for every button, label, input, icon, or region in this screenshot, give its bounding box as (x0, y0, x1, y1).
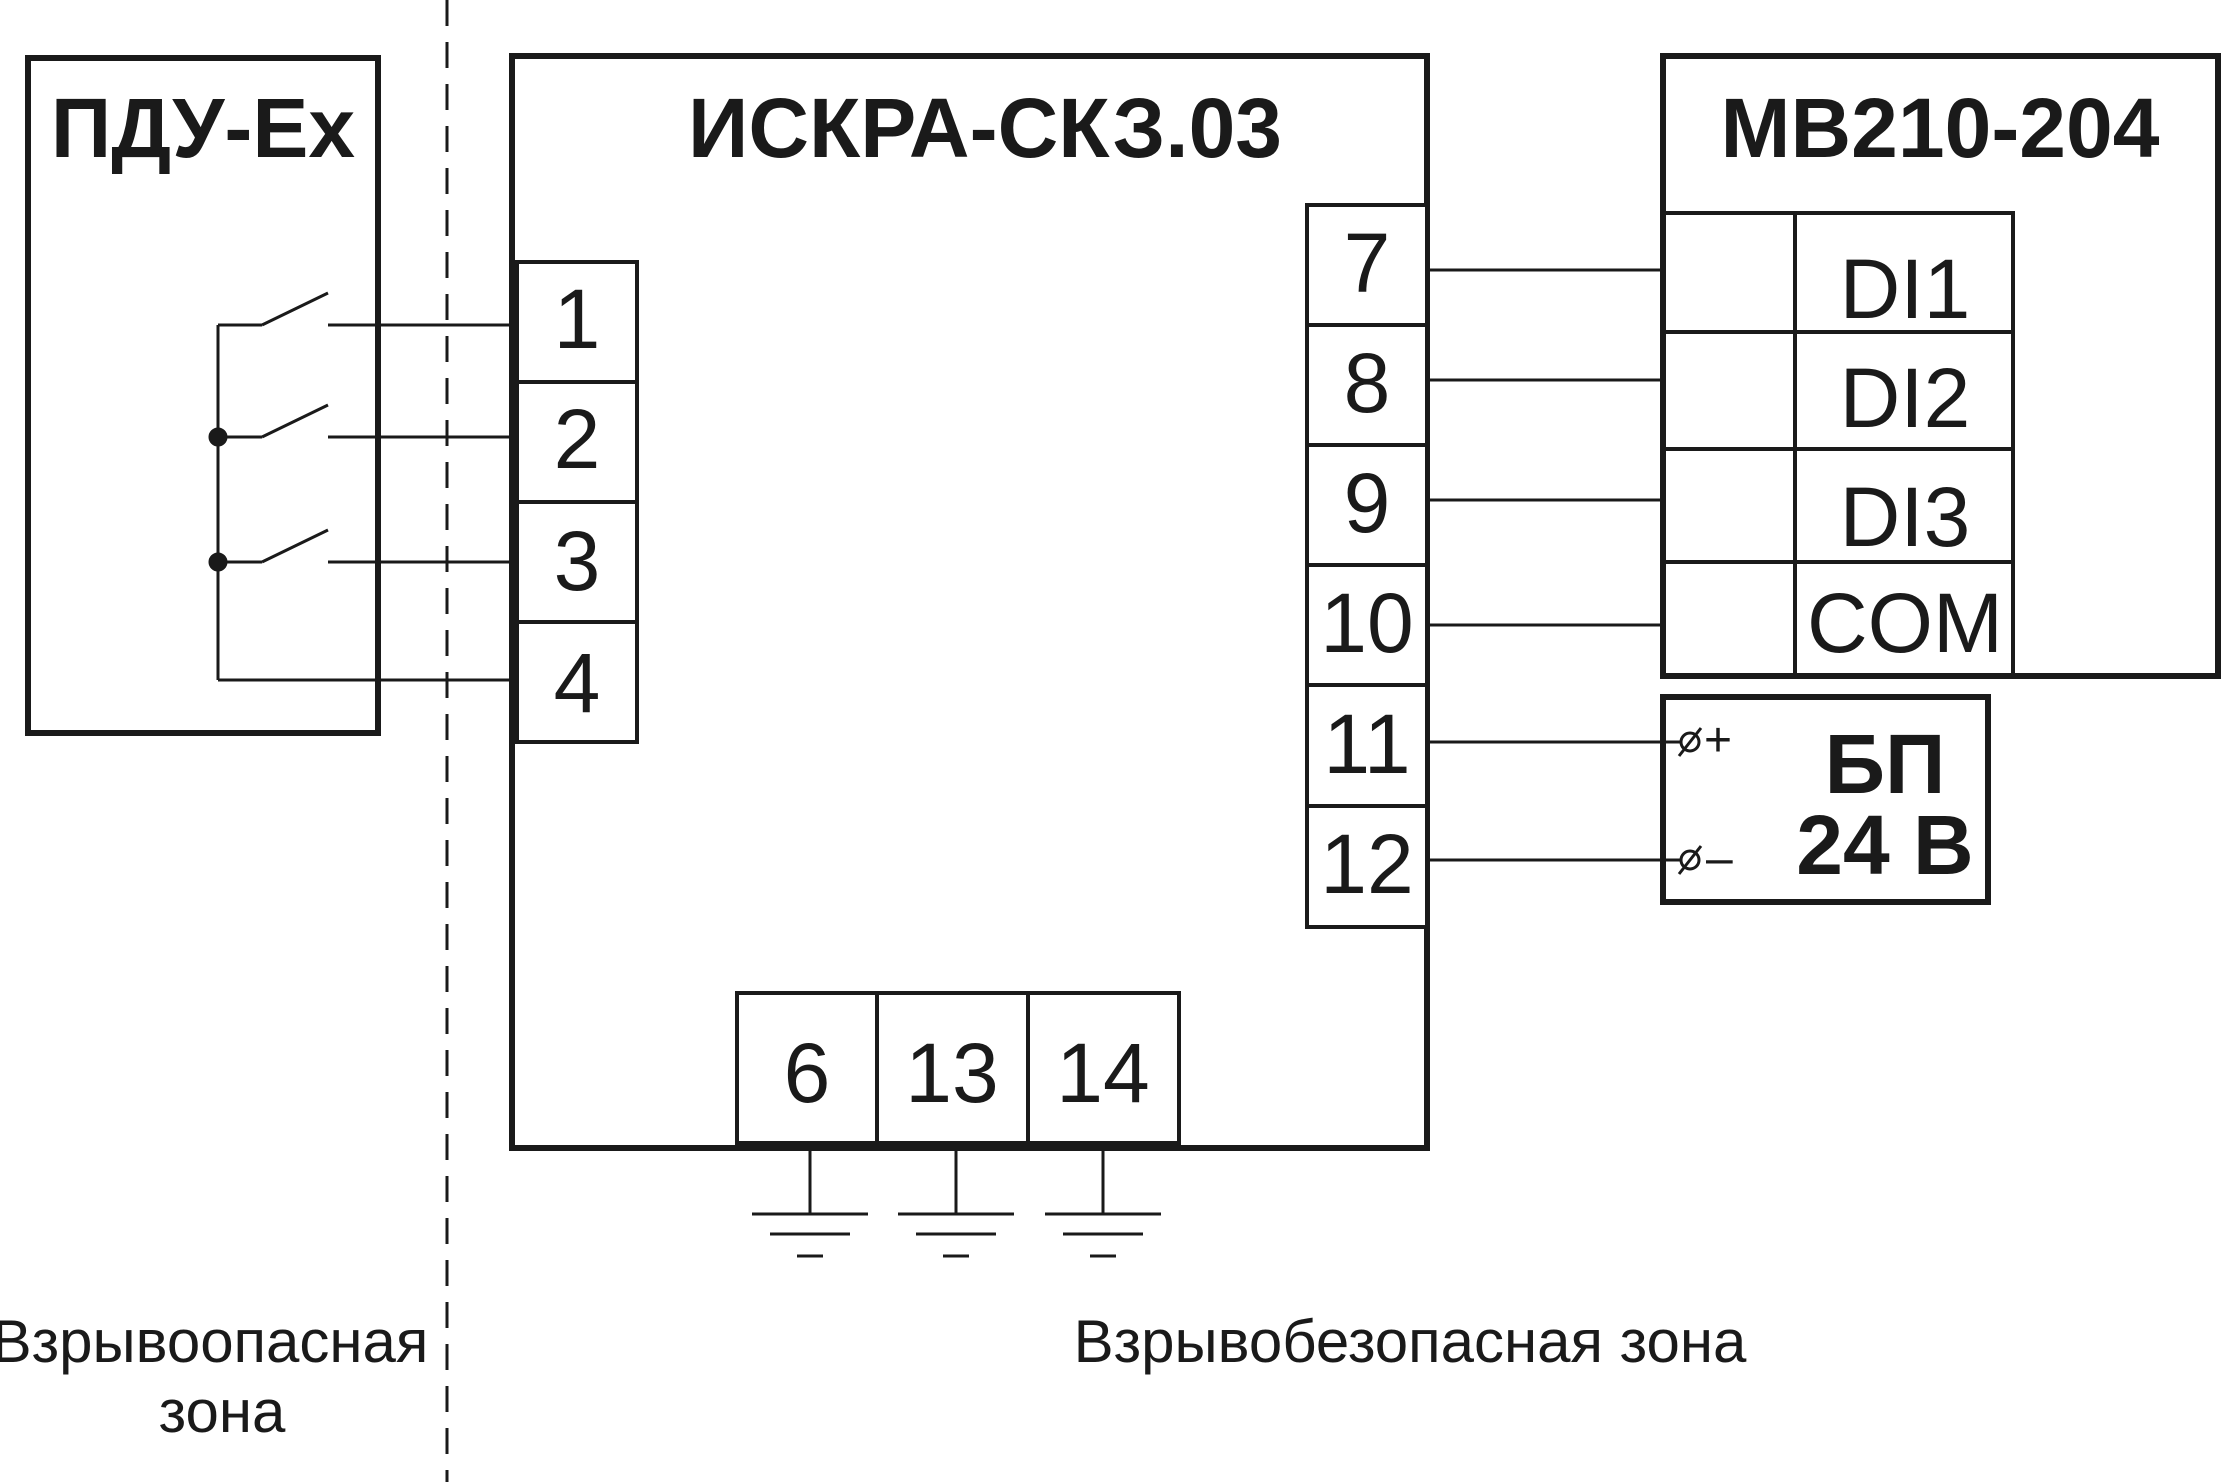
iskra-bottom-terminal-block: 6 13 14 (735, 991, 1181, 1145)
terminal-label: 2 (554, 392, 601, 486)
input-label: DI2 (1840, 351, 1971, 445)
pdu-switches (208, 291, 517, 682)
psu-plus-label: + (1704, 714, 1732, 767)
terminal-screw-icon (1677, 727, 1703, 757)
iskra-left-terminal-block: 1 2 3 4 (515, 260, 639, 744)
input-label: DI1 (1840, 242, 1971, 336)
mv210-input-block: DI1 DI2 DI3 COM (1661, 211, 2015, 678)
ground-symbols (752, 1143, 1161, 1258)
terminal-label: 7 (1344, 216, 1391, 310)
iskra-right-terminal-block: 7 8 9 10 11 12 (1305, 203, 1429, 929)
pdu-ex-device: ПДУ-Ex (25, 55, 381, 736)
wiring-right (1427, 268, 1681, 862)
psu-minus-label: – (1706, 832, 1733, 885)
pdu-ex-title: ПДУ-Ex (51, 81, 355, 175)
terminal-label: 9 (1344, 456, 1391, 550)
power-supply: БП 24 В + – (1660, 694, 1991, 905)
psu-title: БП (1825, 717, 1946, 811)
terminal-screw-icon (1677, 845, 1703, 875)
input-label: DI3 (1840, 470, 1971, 564)
safe-zone-label: Взрывобезопасная зона (1074, 1308, 1747, 1375)
hazardous-zone-label: Взрывоопасная (0, 1308, 428, 1375)
iskra-device: ИСКРА-СКЗ.03 (509, 53, 1430, 1151)
terminal-label: 14 (1056, 1026, 1149, 1120)
terminal-label: 13 (905, 1026, 998, 1120)
terminal-label: 4 (554, 636, 601, 730)
terminal-label: 11 (1323, 697, 1410, 791)
input-label: COM (1807, 576, 2003, 670)
terminal-label: 6 (784, 1026, 831, 1120)
ground-icon (898, 1143, 1014, 1258)
terminal-label: 1 (554, 272, 601, 366)
terminal-label: 10 (1320, 576, 1413, 670)
ground-icon (1045, 1143, 1161, 1258)
psu-voltage: 24 В (1796, 798, 1973, 892)
terminal-label: 12 (1320, 817, 1413, 911)
junction-dot (208, 552, 228, 572)
ground-icon (752, 1143, 868, 1258)
terminal-label: 3 (554, 514, 601, 608)
junction-dot (208, 427, 228, 447)
hazardous-zone-label: зона (159, 1378, 286, 1445)
mv210-title: МВ210-204 (1721, 81, 2160, 175)
iskra-title: ИСКРА-СКЗ.03 (688, 81, 1282, 175)
terminal-label: 8 (1344, 336, 1391, 430)
